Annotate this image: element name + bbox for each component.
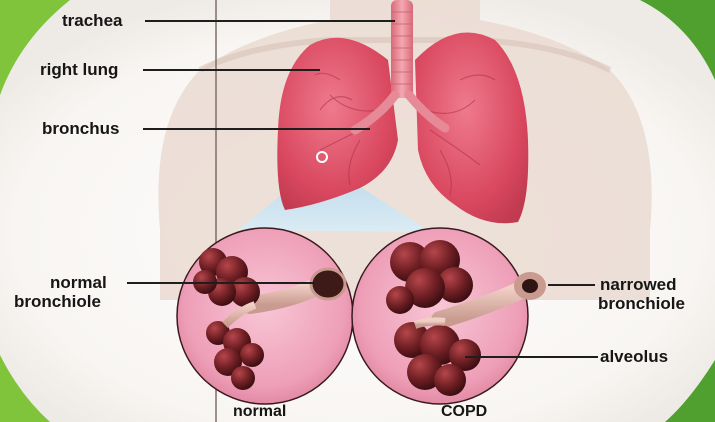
right-lung-label: right lung (40, 61, 118, 79)
normal-bronchiole-opening (311, 269, 345, 299)
normal-bronchiole-label-line2: bronchiole (14, 293, 101, 311)
narrowed-bronchiole-label-line2: bronchiole (598, 295, 685, 313)
alveolus-label: alveolus (600, 348, 668, 366)
copd-small-branch (415, 321, 445, 325)
trachea-label: trachea (62, 12, 122, 30)
caption-normal: normal (233, 403, 286, 421)
trachea-tube (391, 0, 413, 98)
bronchus-label: bronchus (42, 120, 119, 138)
normal-bronchiole-label-line1: normal (50, 274, 107, 292)
copd-bronchiole-opening (522, 279, 538, 293)
caption-copd: COPD (441, 403, 487, 421)
narrowed-bronchiole-label-line1: narrowed (600, 276, 677, 294)
